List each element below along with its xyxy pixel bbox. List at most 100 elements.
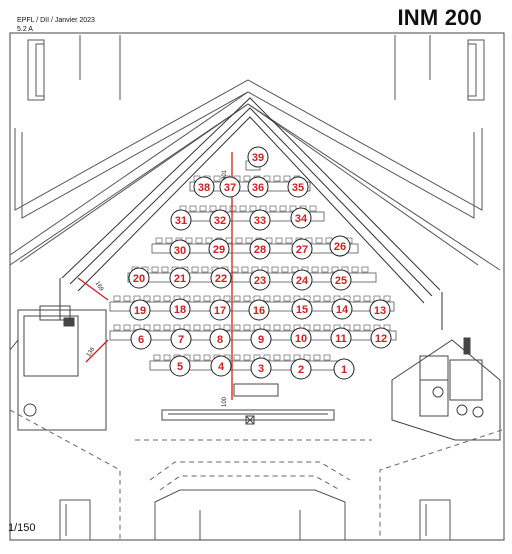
seat-marker-13[interactable]: 13 — [369, 299, 391, 321]
seat-marker-7[interactable]: 7 — [170, 328, 192, 350]
seat-number: 19 — [134, 305, 146, 317]
drawing-frame — [9, 32, 505, 541]
seat-marker-28[interactable]: 28 — [249, 238, 271, 260]
seat-marker-32[interactable]: 32 — [209, 209, 231, 231]
seat-marker-36[interactable]: 36 — [247, 176, 269, 198]
seat-marker-circle — [193, 176, 215, 198]
seat-number: 28 — [254, 244, 266, 256]
seat-marker-34[interactable]: 34 — [290, 207, 312, 229]
seat-marker-15[interactable]: 15 — [291, 298, 313, 320]
seat-number: 10 — [295, 333, 307, 345]
seat-marker-circle — [170, 209, 192, 231]
scale-label: 1/150 — [8, 522, 36, 534]
seat-marker-26[interactable]: 26 — [329, 235, 351, 257]
seat-marker-16[interactable]: 16 — [248, 299, 270, 321]
seat-marker-circle — [169, 355, 191, 377]
seat-marker-9[interactable]: 9 — [250, 328, 272, 350]
seat-marker-23[interactable]: 23 — [249, 269, 271, 291]
seat-number: 30 — [174, 245, 186, 257]
seat-marker-19[interactable]: 19 — [129, 299, 151, 321]
seat-marker-29[interactable]: 29 — [208, 238, 230, 260]
seat-marker-circle — [209, 299, 231, 321]
outer-walls — [9, 35, 501, 271]
seat-marker-25[interactable]: 25 — [330, 269, 352, 291]
seat-marker-17[interactable]: 17 — [209, 299, 231, 321]
seat-number: 24 — [296, 275, 309, 287]
seat-number: 7 — [178, 334, 184, 346]
seat-number: 27 — [296, 244, 308, 256]
seat-marker-21[interactable]: 21 — [169, 267, 191, 289]
seat-marker-27[interactable]: 27 — [291, 238, 313, 260]
seat-marker-14[interactable]: 14 — [331, 298, 353, 320]
seat-number: 39 — [252, 152, 264, 164]
seat-number: 4 — [218, 361, 225, 373]
lobby-doors — [59, 489, 451, 541]
seat-marker-12[interactable]: 12 — [370, 327, 392, 349]
upper-dimension-label: 169 — [94, 281, 105, 293]
seat-number: 13 — [374, 305, 386, 317]
lobby — [9, 409, 503, 540]
seat-number: 3 — [258, 363, 264, 375]
seat-marker-6[interactable]: 6 — [130, 328, 152, 350]
seat-marker-8[interactable]: 8 — [209, 328, 231, 350]
seat-marker-circle — [333, 358, 355, 380]
seat-marker-circle — [290, 207, 312, 229]
seat-marker-22[interactable]: 22 — [210, 267, 232, 289]
lower-dimension-line — [85, 339, 109, 363]
seat-marker-3[interactable]: 3 — [250, 357, 272, 379]
seat-marker-4[interactable]: 4 — [210, 355, 232, 377]
seat-marker-circle — [329, 235, 351, 257]
seat-marker-2[interactable]: 2 — [290, 358, 312, 380]
seat-marker-circle — [250, 328, 272, 350]
seat-marker-10[interactable]: 10 — [290, 327, 312, 349]
seat-marker-31[interactable]: 31 — [170, 209, 192, 231]
seat-marker-24[interactable]: 24 — [291, 269, 313, 291]
axis-bottom-label: 100 — [222, 396, 228, 407]
seat-marker-circle — [247, 146, 269, 168]
seat-marker-circle — [249, 238, 271, 260]
seat-number: 35 — [292, 182, 304, 194]
seat-number: 37 — [224, 182, 236, 194]
seat-number: 15 — [296, 304, 308, 316]
seat-marker-18[interactable]: 18 — [169, 298, 191, 320]
seat-marker-circle — [169, 298, 191, 320]
seat-marker-38[interactable]: 38 — [193, 176, 215, 198]
seat-marker-33[interactable]: 33 — [249, 209, 271, 231]
seat-marker-circle — [291, 238, 313, 260]
room-title: INM 200 — [397, 5, 482, 30]
seat-number: 21 — [174, 273, 186, 285]
seat-number: 9 — [258, 334, 264, 346]
seat-marker-30[interactable]: 30 — [169, 239, 191, 261]
seat-marker-39[interactable]: 39 — [247, 146, 269, 168]
seat-marker-20[interactable]: 20 — [128, 267, 150, 289]
axis-top-label: 801 — [222, 169, 228, 180]
seat-marker-11[interactable]: 11 — [330, 327, 352, 349]
left-service-room — [9, 305, 107, 431]
seat-marker-5[interactable]: 5 — [169, 355, 191, 377]
seat-number: 29 — [213, 244, 225, 256]
lower-dimension-label: 136 — [86, 346, 97, 358]
stage-area — [161, 383, 335, 425]
seat-marker-circle — [210, 355, 232, 377]
seat-number: 34 — [295, 213, 308, 225]
seat-number: 2 — [298, 364, 304, 376]
seat-marker-circle — [247, 176, 269, 198]
seat-marker-circle — [130, 328, 152, 350]
seat-marker-circle — [210, 267, 232, 289]
seat-marker-circle — [291, 298, 313, 320]
upper-dimension-line — [77, 277, 109, 301]
seat-marker-circle — [248, 299, 270, 321]
seat-number: 12 — [375, 333, 387, 345]
seat-marker-circle — [219, 176, 241, 198]
seat-marker-37[interactable]: 37 — [219, 176, 241, 198]
seat-marker-circle — [170, 328, 192, 350]
seat-marker-circle — [250, 357, 272, 379]
seat-marker-circle — [290, 358, 312, 380]
seat-number: 23 — [254, 275, 266, 287]
seat-marker-35[interactable]: 35 — [287, 176, 309, 198]
seat-number: 18 — [174, 304, 186, 316]
seat-marker-circle — [128, 267, 150, 289]
org-date-label: EPFL / DII / Janvier 2023 — [17, 17, 95, 24]
seat-marker-1[interactable]: 1 — [333, 358, 355, 380]
